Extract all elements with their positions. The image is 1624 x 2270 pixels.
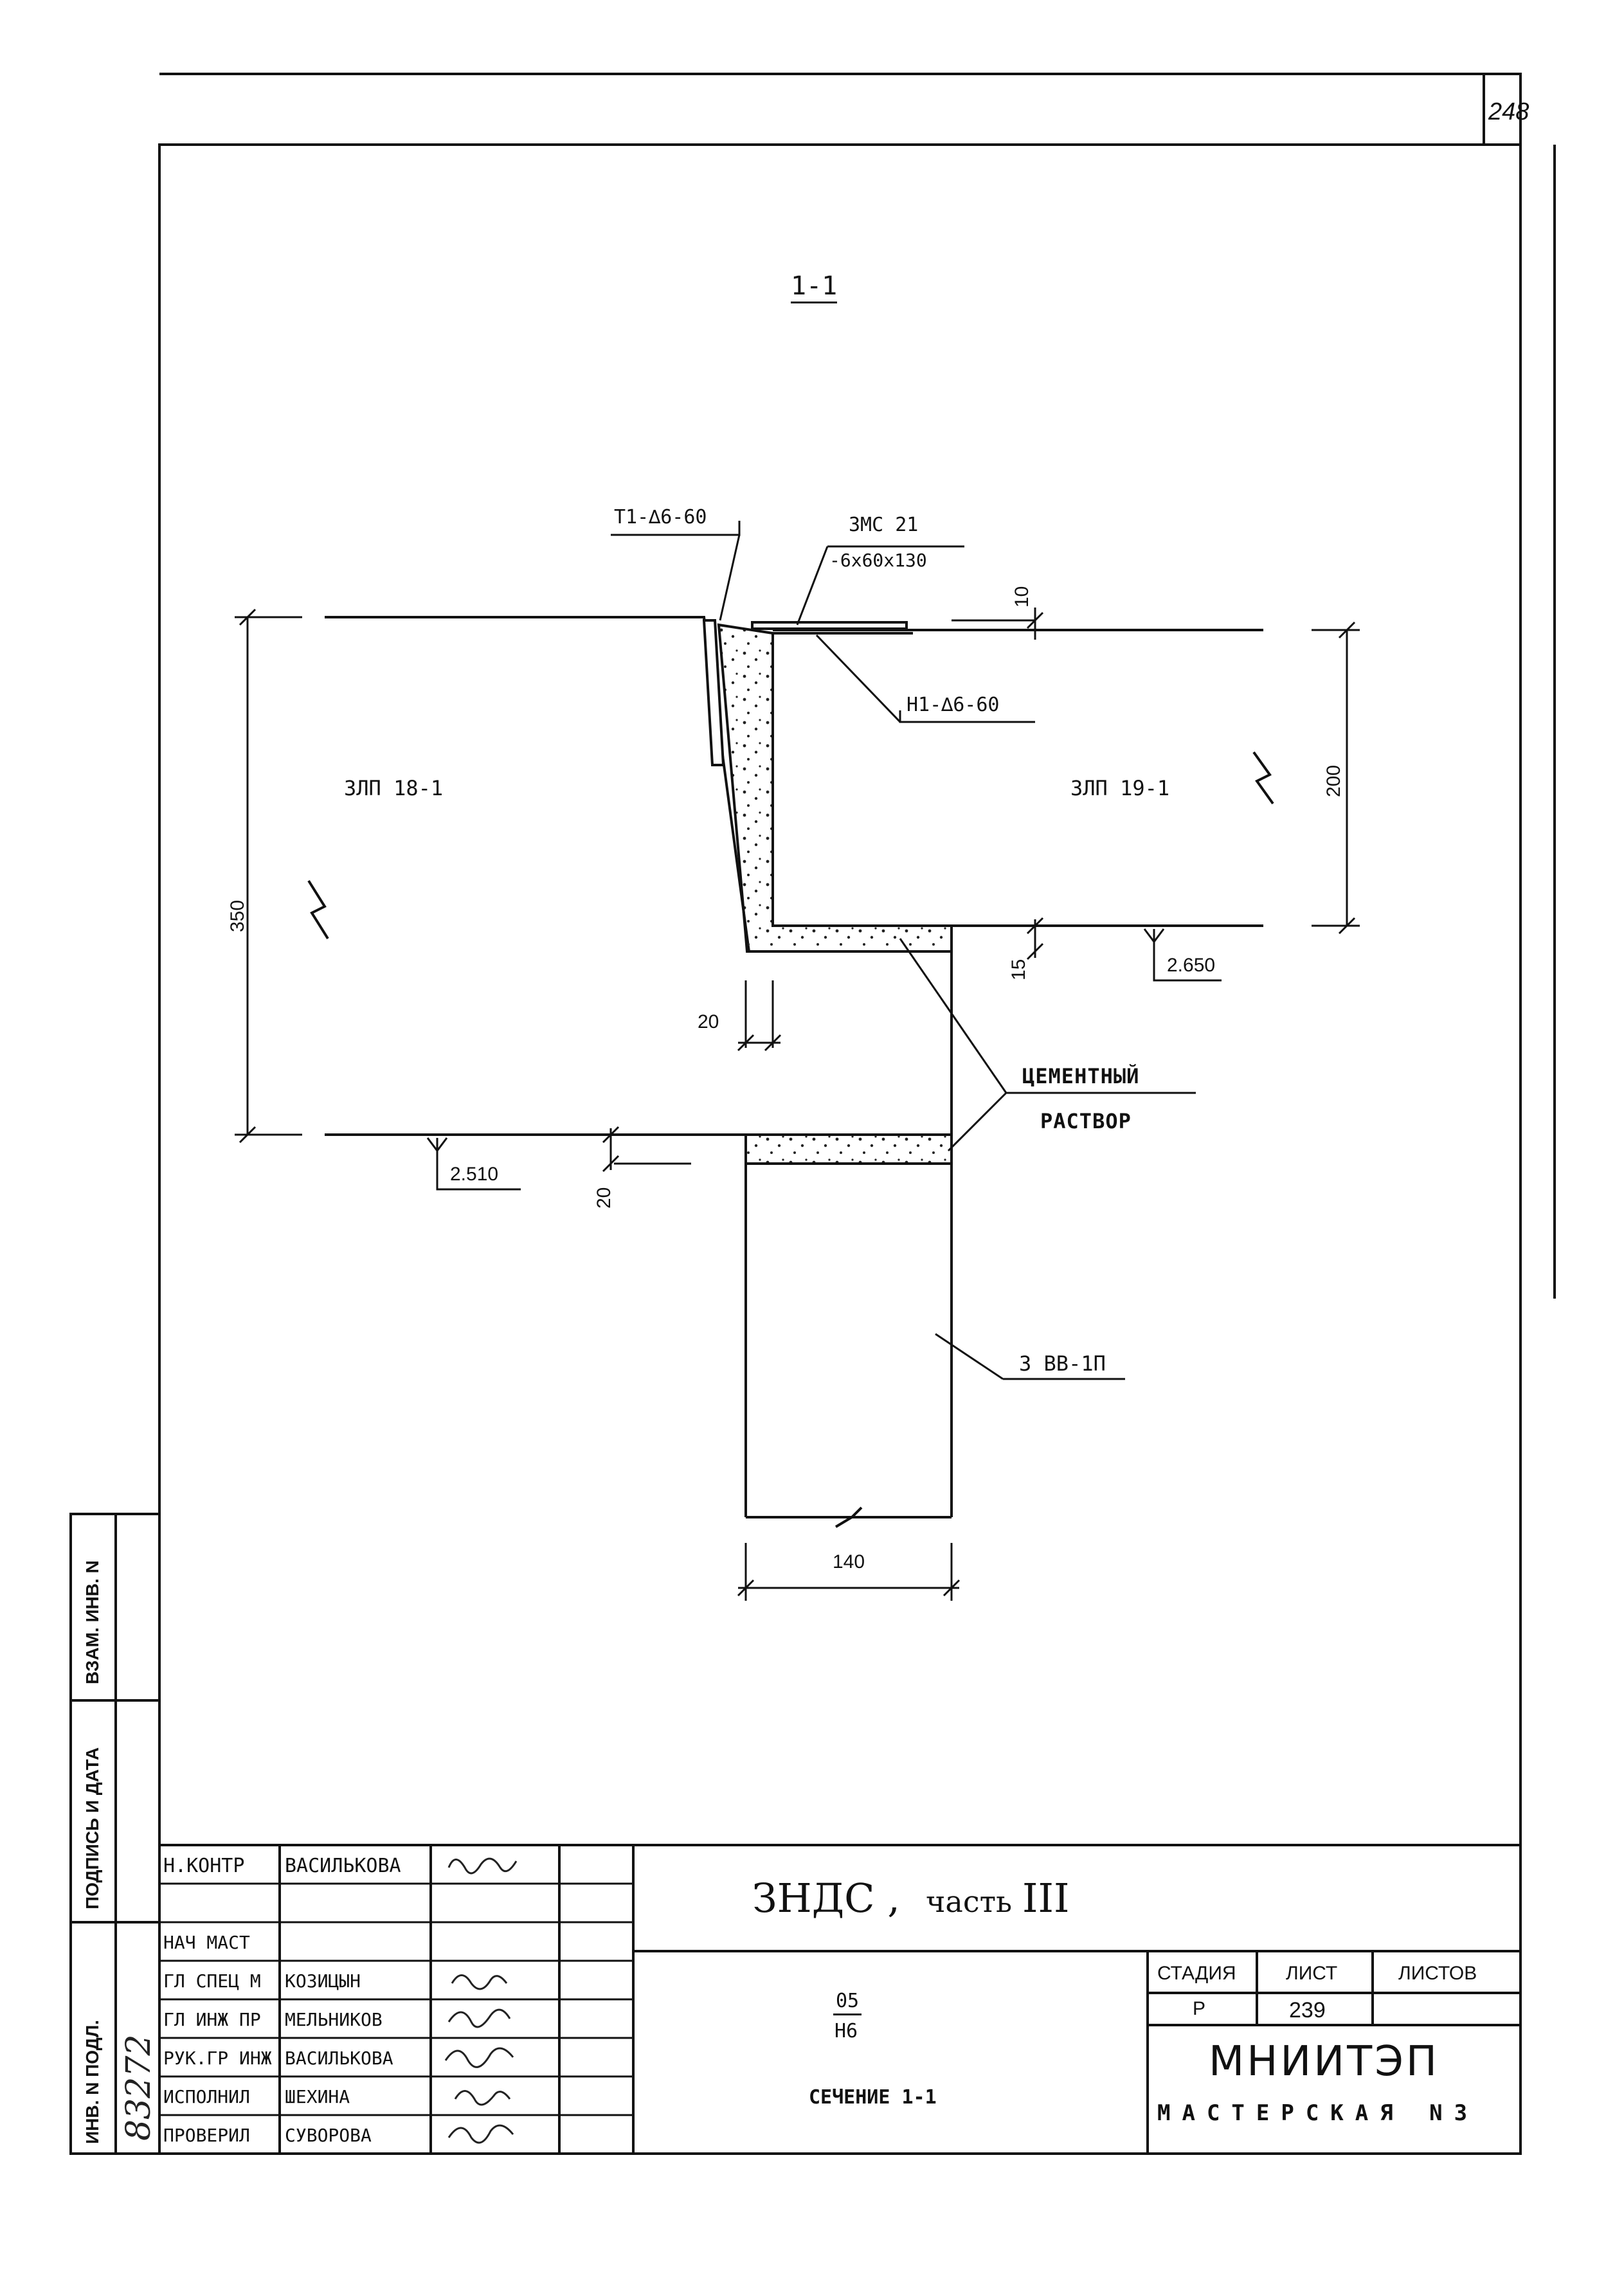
signer-role: ИСПОЛНИЛ	[163, 2086, 250, 2107]
panel-left-outline	[325, 616, 953, 1136]
break-mark	[1252, 751, 1274, 805]
signer-name: МЕЛЬНИКОВ	[285, 2009, 383, 2030]
signer-role: ГЛ ИНЖ ПР	[163, 2009, 261, 2030]
label-cement-mortar: ЦЕМЕНТНЫЙ	[1022, 1064, 1140, 1088]
dim-15: 15	[1008, 959, 1029, 980]
signer-role: РУК.ГР ИНЖ	[163, 2048, 272, 2069]
steel-plate-zmc21	[751, 621, 908, 630]
dim-200: 200	[1323, 764, 1344, 797]
organization-name: МНИИТЭП	[1209, 2038, 1439, 2085]
dim-20-joint: 20	[593, 1187, 615, 1209]
break-mark	[307, 879, 329, 940]
sheet-value: 239	[1289, 1998, 1326, 2022]
dim-20-gap-lines	[737, 980, 782, 1052]
signature	[447, 1857, 518, 1875]
dim-10: 10	[1011, 586, 1033, 608]
dim-15-lines	[1026, 917, 1044, 960]
signature	[444, 2047, 514, 2068]
dim-200-lines	[1312, 621, 1360, 935]
signature	[447, 2124, 514, 2144]
signer-name: ВАСИЛЬКОВА	[285, 2048, 393, 2069]
break-mark	[835, 1506, 863, 1528]
signer-name: КОЗИЦЫН	[285, 1970, 361, 1992]
signers-table: Н.КОНТР ВАСИЛЬКОВА НАЧ МАСТ ГЛ СПЕЦ М КО…	[159, 1845, 633, 2154]
drawing-code-bottom: Н6	[835, 2020, 858, 2042]
callout-zmc21-size: -6x60x130	[829, 550, 927, 571]
label-wall-panel: 3 ВВ-1П	[1019, 1351, 1106, 1376]
elevation-right: 2.650	[1167, 955, 1216, 976]
signers-rows	[159, 1882, 633, 2116]
stage-label: СТАДИЯ	[1157, 1963, 1236, 1984]
sheet-label: ЛИСТ	[1286, 1963, 1338, 1984]
signature	[447, 2008, 511, 2028]
dim-140: 140	[833, 1551, 865, 1572]
signature	[454, 2090, 511, 2106]
signer-name: СУВОРОВА	[285, 2125, 372, 2146]
dim-140-lines	[737, 1543, 961, 1601]
signature	[451, 1974, 508, 1990]
elevation-left: 2.510	[450, 1164, 499, 1185]
signer-role: ПРОВЕРИЛ	[163, 2125, 250, 2146]
label-panel-right: ЗЛП 19-1	[1070, 776, 1170, 800]
project-part-number: III	[1022, 1875, 1070, 1922]
side-stamp-inv-number: 83272	[120, 2034, 158, 2141]
dim-350: 350	[227, 899, 248, 932]
side-stamp-sign-date: ПОДПИСЬ И ДАТА	[82, 1747, 102, 1909]
signer-role: ГЛ СПЕЦ М	[163, 1970, 261, 1992]
label-cement-mortar-2: РАСТВОР	[1040, 1109, 1132, 1133]
callout-h1-bar: H1-∆6-60	[907, 694, 1000, 716]
mortar-bed-joint	[744, 1133, 953, 1165]
elev-mark-right	[1153, 929, 1222, 982]
signer-name: ВАСИЛЬКОВА	[285, 1855, 401, 1877]
signer-role: НАЧ МАСТ	[163, 1932, 250, 1953]
signatures	[444, 1857, 518, 2144]
dim-20-gap: 20	[698, 1011, 719, 1032]
section-title: 1-1	[791, 273, 838, 303]
dim-20-joint-lines	[602, 1126, 691, 1173]
sheets-label: ЛИСТОВ	[1398, 1963, 1477, 1984]
panel-right-outline	[771, 643, 1263, 927]
bar-t1	[702, 619, 725, 766]
drawing-frame	[158, 143, 1522, 2155]
project-part-word: часть	[926, 1884, 1013, 1919]
dim-10-lines	[952, 608, 1044, 640]
label-panel-left: ЗЛП 18-1	[344, 776, 444, 800]
callout-zmc21: ЗМС 21	[849, 514, 919, 536]
side-stamp-inv-replace: ВЗАМ. ИНВ. N	[82, 1560, 102, 1684]
sheet-title: СЕЧЕНИЕ 1-1	[809, 2086, 937, 2109]
elev-mark-left	[436, 1138, 521, 1191]
project-title: ЗНДС ,	[752, 1875, 900, 1922]
dim-350-lines	[235, 608, 302, 1144]
organization-subtitle: МАСТЕРСКАЯ N3	[1157, 2100, 1479, 2126]
drawing-code-top: 05	[833, 1992, 862, 2015]
callout-t1-bar: T1-∆6-60	[614, 506, 707, 528]
signer-role: Н.КОНТР	[163, 1855, 245, 1877]
side-stamp-inv-orig: ИНВ. N ПОДЛ.	[82, 2019, 102, 2144]
leader-lines	[611, 521, 1196, 1380]
page-number: 248	[1488, 98, 1529, 125]
stage-value: Р	[1193, 1998, 1206, 2019]
mortar-vertical-joint	[717, 623, 953, 953]
page-number-box	[1483, 73, 1522, 146]
signer-name: ШЕХИНА	[285, 2086, 350, 2107]
